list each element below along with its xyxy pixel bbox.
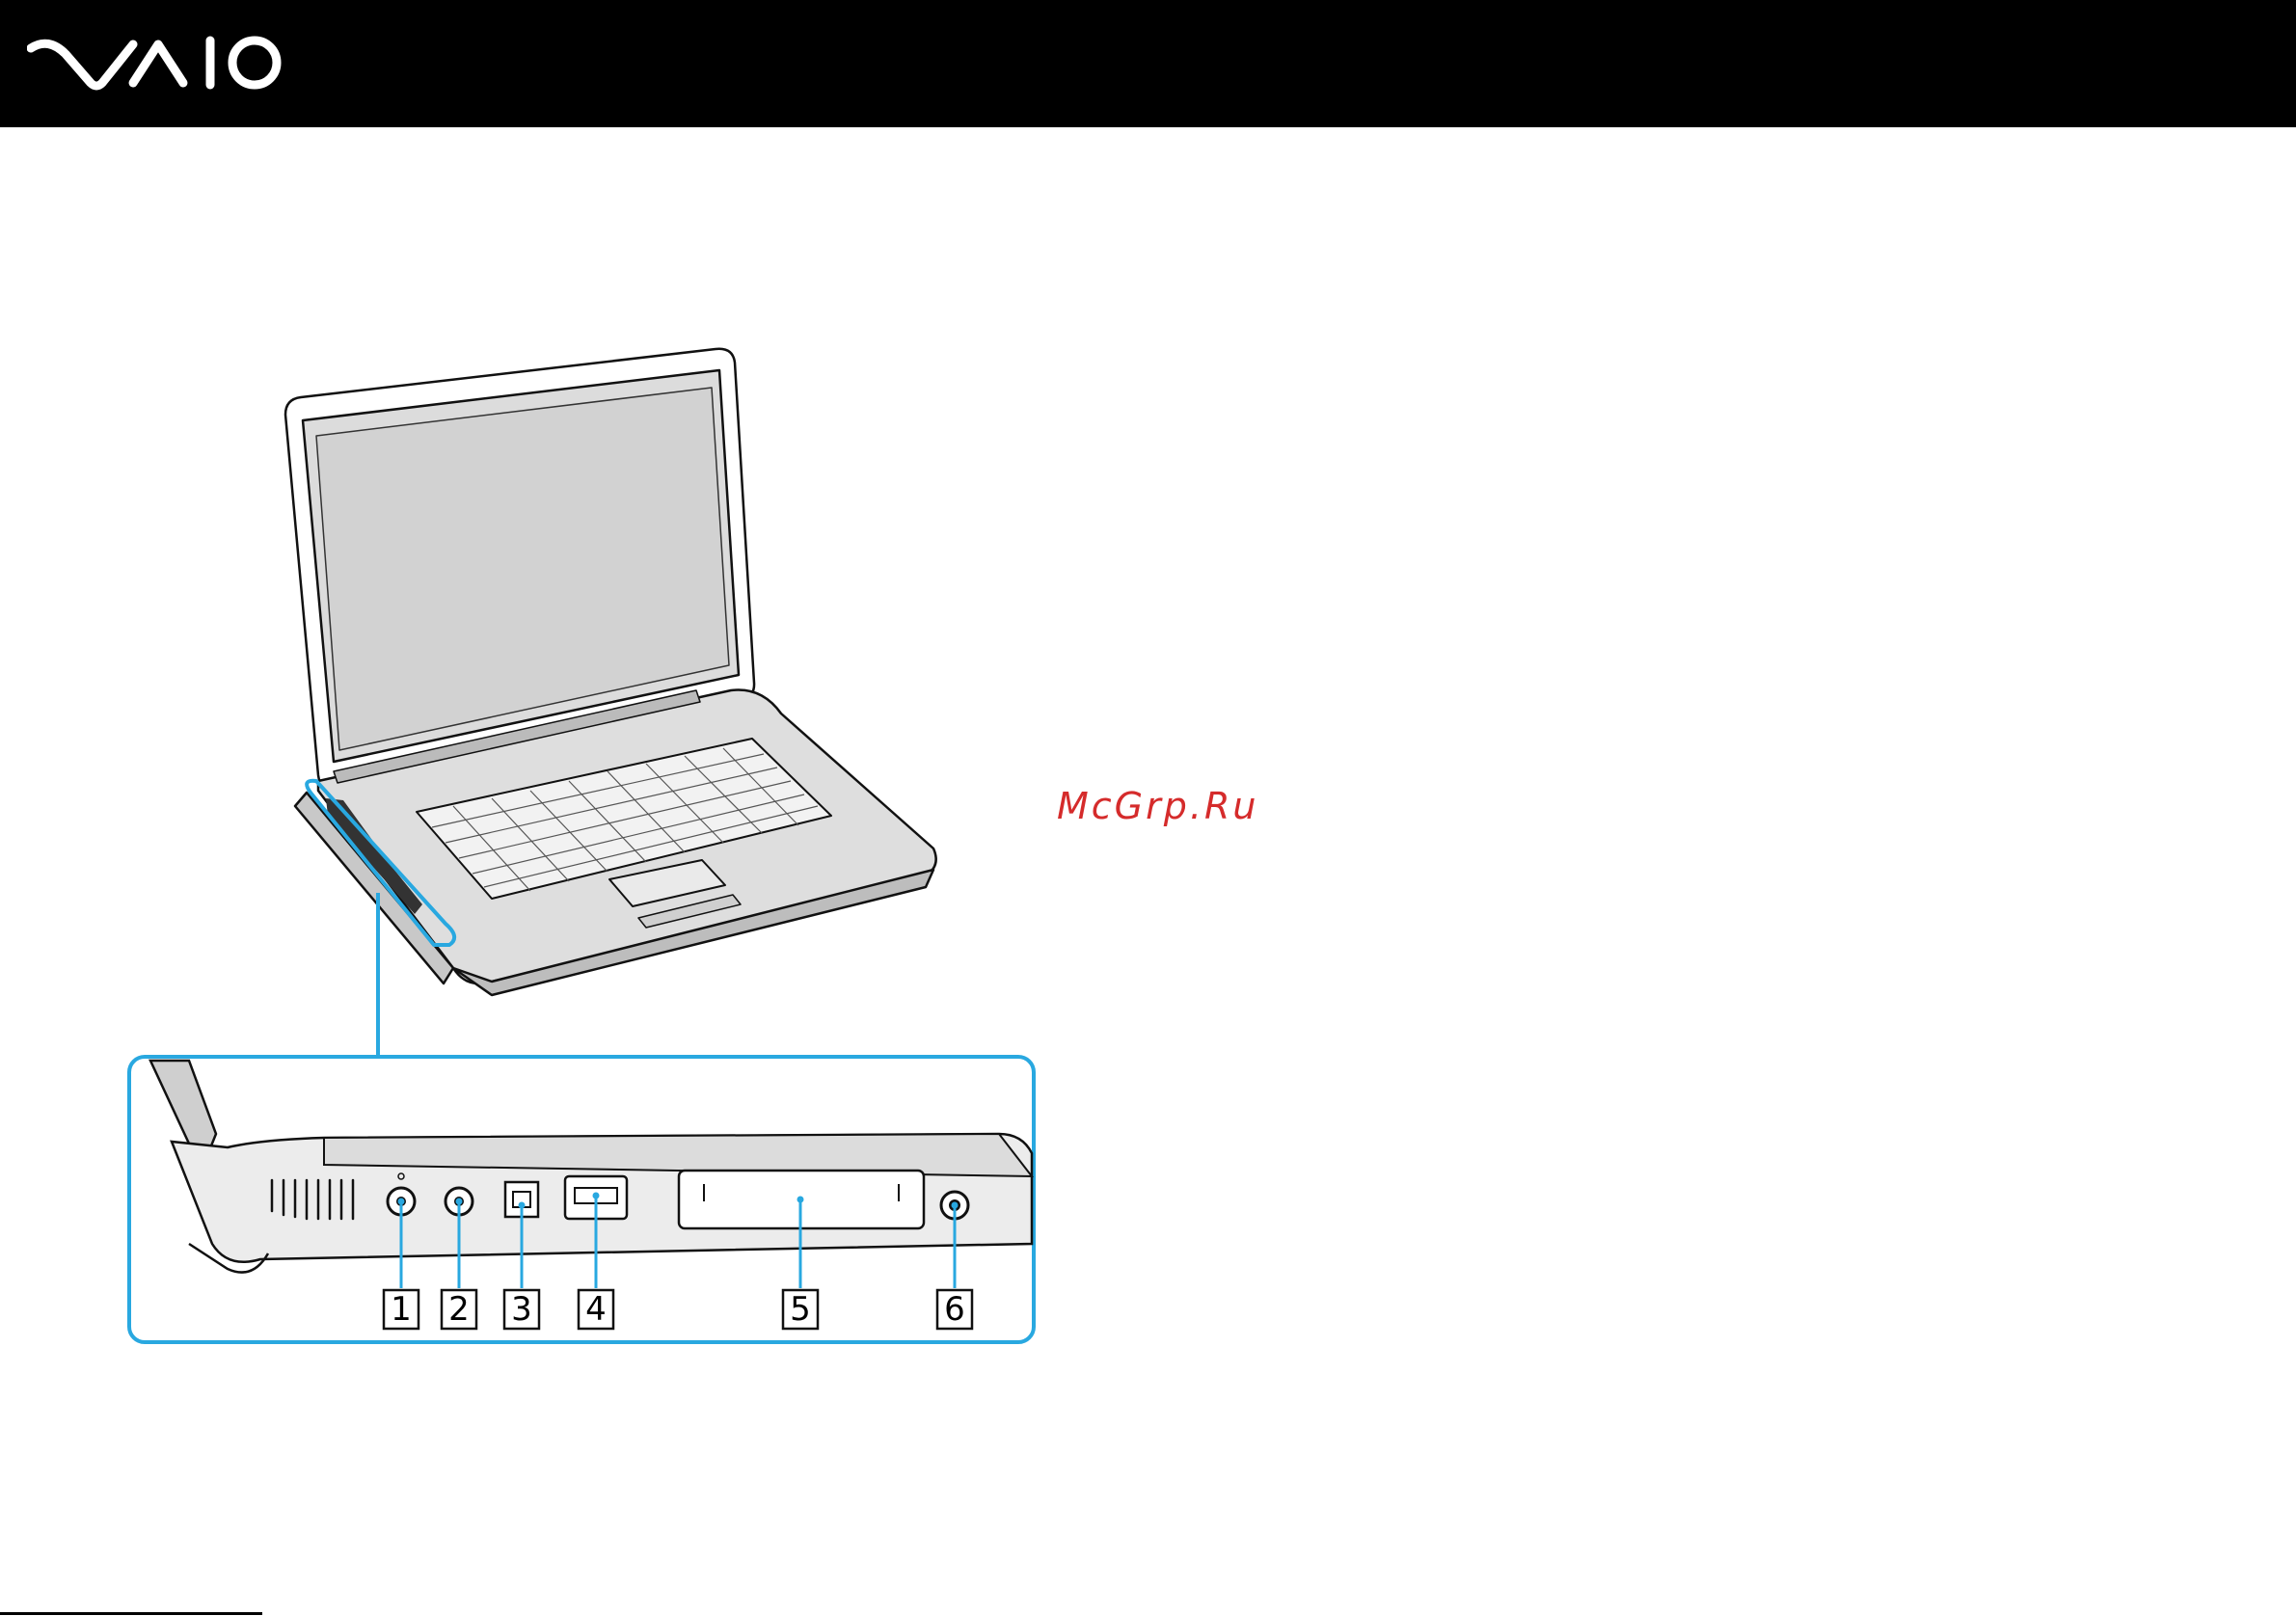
callout-6: 6 [944, 1290, 965, 1329]
callout-1: 1 [391, 1290, 412, 1329]
callout-2: 2 [448, 1290, 470, 1329]
footer-rule [0, 1612, 262, 1615]
port-detail-panel: 1 2 3 4 5 6 [129, 1057, 1034, 1342]
callout-4: 4 [585, 1290, 607, 1329]
callout-3: 3 [511, 1290, 532, 1329]
laptop-left-side-illustration: 1 2 3 4 5 6 [0, 0, 1061, 1369]
watermark-text: McGrp.Ru [1057, 785, 1258, 827]
callout-5: 5 [790, 1290, 811, 1329]
